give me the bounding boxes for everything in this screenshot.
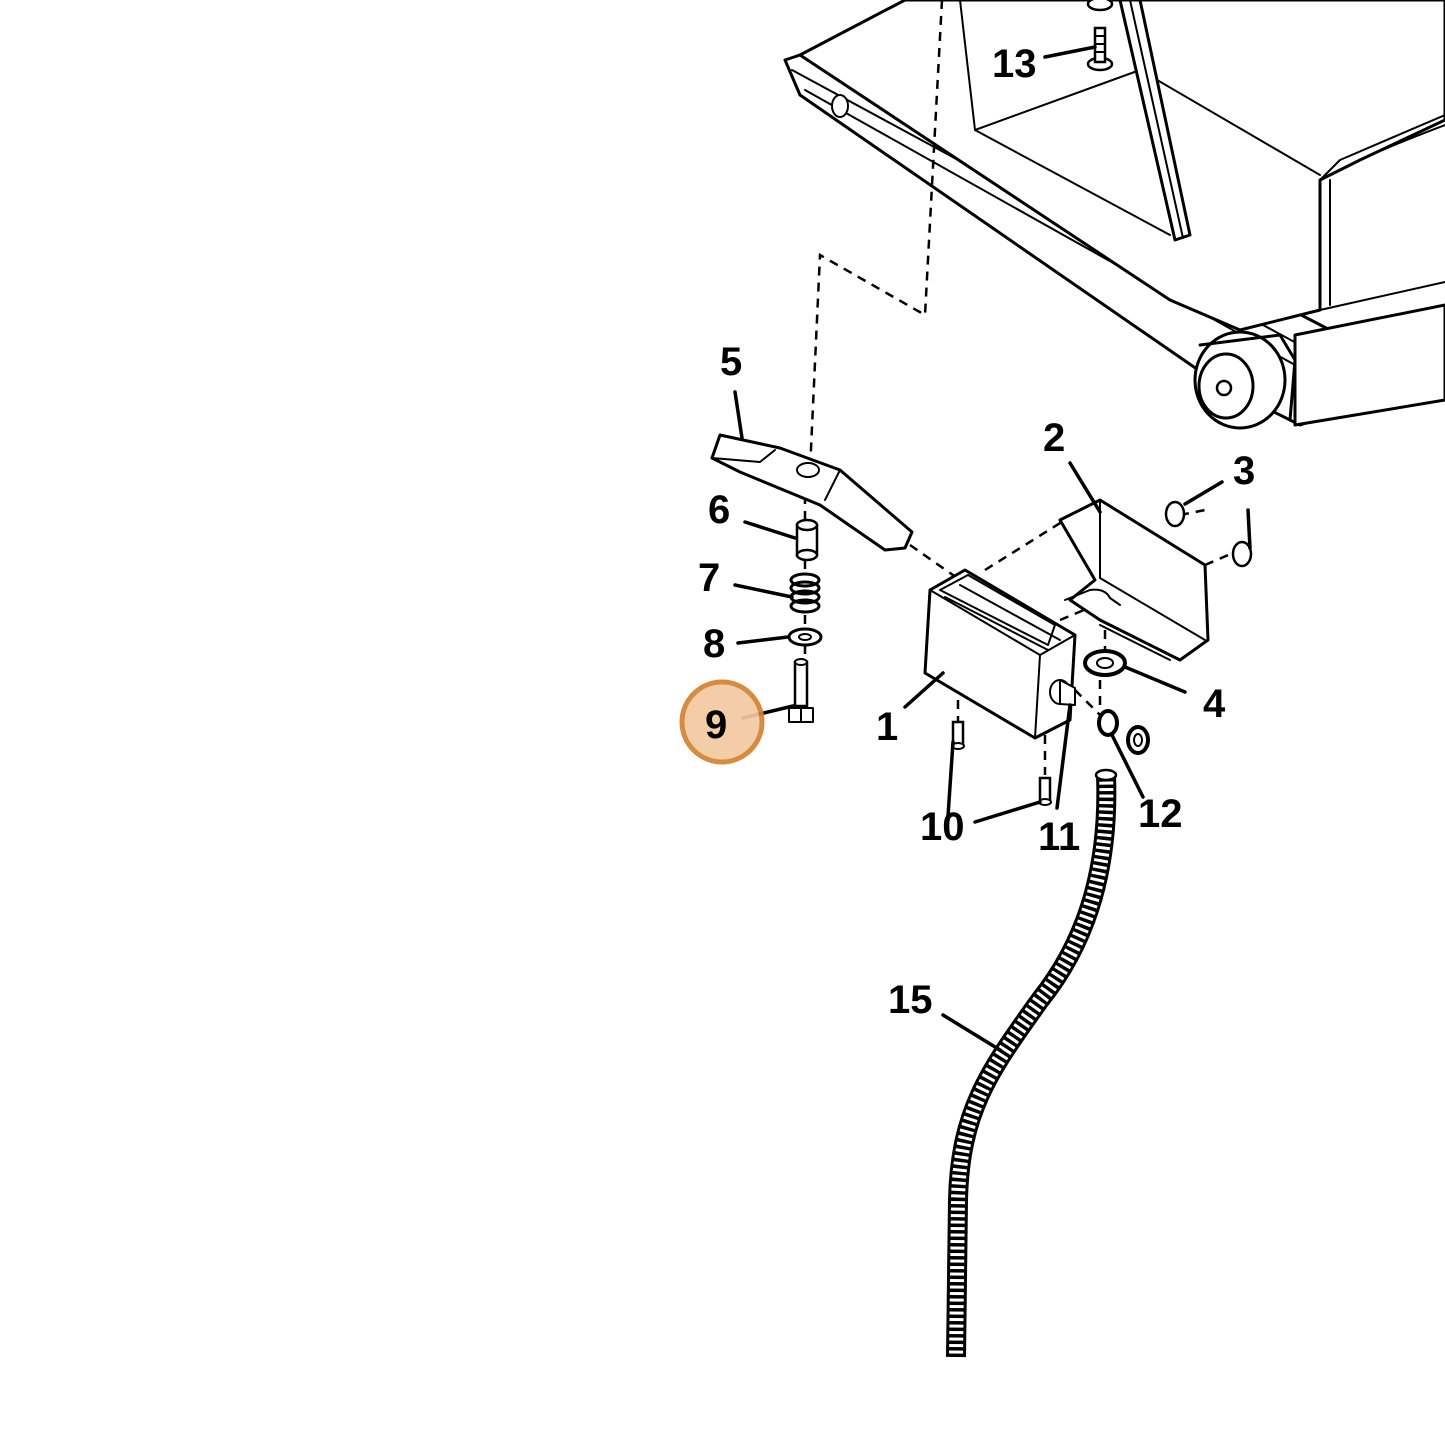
callout-10[interactable]: 10 <box>920 805 965 849</box>
callout-11[interactable]: 11 <box>1038 815 1080 859</box>
callout-3[interactable]: 3 <box>1233 449 1255 493</box>
callout-6[interactable]: 6 <box>708 488 730 532</box>
callout-9-highlight <box>679 679 765 765</box>
callout-13[interactable]: 13 <box>992 42 1037 86</box>
spring-part <box>789 572 821 614</box>
callout-2[interactable]: 2 <box>1043 416 1065 460</box>
washer-part <box>787 627 823 647</box>
switch-box-part <box>923 568 1077 740</box>
spacer-part <box>795 518 819 562</box>
callout-12[interactable]: 12 <box>1138 792 1183 836</box>
callout-labels: 1 2 3 4 5 6 7 8 9 10 11 12 13 15 <box>698 42 1255 1022</box>
callout-15[interactable]: 15 <box>888 978 933 1022</box>
frame-housing <box>783 0 1445 430</box>
callout-7[interactable]: 7 <box>698 556 720 600</box>
bolt-13-part <box>1086 0 1114 72</box>
screws-part <box>951 720 1052 806</box>
callout-5[interactable]: 5 <box>720 340 742 384</box>
callout-9[interactable]: 9 <box>705 703 727 747</box>
callout-4[interactable]: 4 <box>1203 682 1226 726</box>
callout-8[interactable]: 8 <box>703 622 725 666</box>
nut-part <box>1097 709 1150 755</box>
grommet-part <box>1083 649 1127 677</box>
bolt-part <box>788 658 814 723</box>
conduit-part <box>946 768 1118 1358</box>
small-washers-part <box>1164 500 1253 568</box>
bracket-part <box>1058 498 1210 662</box>
lever-plate-part <box>710 433 914 552</box>
callout-1[interactable]: 1 <box>876 705 898 749</box>
